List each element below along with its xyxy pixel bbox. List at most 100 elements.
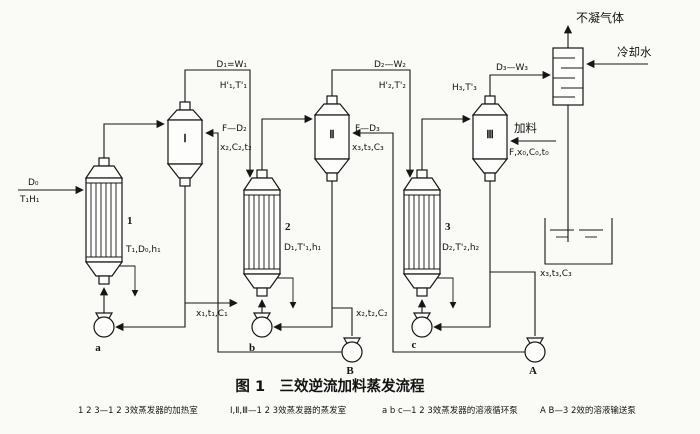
condensate-drain-2 — [277, 277, 297, 309]
heater-1-bottom-cone — [84, 261, 124, 277]
figure-caption: 图 1 三效逆流加料蒸发流程 — [235, 377, 425, 395]
condenser-shell — [552, 47, 584, 106]
pump-a-casing — [93, 316, 115, 338]
heater-3-tubes — [408, 195, 435, 269]
transfer-to-1-label-1: F—D₂ — [222, 124, 247, 134]
vapor-line-2-to-heater3 — [331, 69, 415, 178]
riser-heater1-to-sep1 — [103, 119, 165, 158]
separator-2-neck — [326, 95, 338, 105]
separator-1-top-cone — [166, 109, 204, 121]
heater-3-neck — [416, 169, 428, 179]
pump-B-tag: B — [346, 365, 354, 377]
pump-b-casing — [251, 316, 273, 338]
piping — [18, 25, 648, 353]
heater-1-tag: 1 — [127, 215, 133, 227]
heater-1-outlet — [98, 275, 110, 285]
pump-B-casing — [341, 341, 363, 363]
condensate3-label: D₂,T'₂,h₂ — [442, 243, 480, 253]
legend-item-3: a b c—1 2 3效蒸发器的溶液循环泵 — [382, 405, 518, 416]
heater-1-vessel — [84, 157, 124, 285]
steam-in-label-2: T₁H₁ — [19, 195, 40, 205]
noncondensable-label: 不凝气体 — [576, 10, 624, 25]
pump-b — [251, 312, 273, 338]
vapor1-label-2: H'₁,T'₁ — [220, 81, 248, 91]
legend-item-1: 1 2 3—1 2 3效蒸发器的加热室 — [78, 405, 198, 416]
condensate2-label: D₁,T'₁,h₁ — [284, 243, 322, 253]
heater-1-tubes — [90, 183, 117, 257]
sep1-downcomer — [115, 186, 186, 332]
pump-b-tag: b — [249, 342, 255, 354]
vapor2-label-1: D₂—W₂ — [374, 60, 406, 70]
heater-3-top-cone — [402, 177, 442, 191]
heater-2-vessel — [242, 169, 282, 297]
separator-2-top-cone — [313, 103, 351, 116]
separator-1-neck — [179, 101, 191, 111]
condenser — [552, 47, 584, 106]
separator-2-bottom-cone — [313, 158, 351, 174]
product1-label: x₁,t₁,C₁ — [196, 309, 228, 319]
condensate-drain-1 — [119, 265, 139, 297]
heater-2-bottom-cone — [242, 273, 282, 289]
separator-3-outlet — [484, 172, 496, 182]
sep3-downcomer — [433, 181, 491, 332]
legend-item-2: Ⅰ,Ⅱ,Ⅲ—1 2 3效蒸发器的蒸发室 — [230, 405, 347, 416]
heater-2-top-cone — [242, 177, 282, 191]
vapor-line-1-to-heater2 — [184, 69, 255, 178]
separator-3-body — [472, 114, 508, 160]
legend-item-4: A B—3 2效的溶液输送泵 — [540, 405, 636, 416]
vapor3-label-2: H₃,T'₃ — [452, 83, 477, 93]
vapor-line-3-to-condenser — [489, 70, 551, 96]
separator-3-bottom-cone — [471, 158, 509, 174]
seal-tank — [544, 218, 613, 265]
separator-2-tag: Ⅱ — [329, 129, 334, 141]
heater-1-neck — [98, 157, 110, 167]
heater-3-tag: 3 — [445, 221, 451, 233]
separator-1-vessel — [166, 101, 204, 187]
separator-2-outlet — [326, 172, 338, 182]
separator-3-top-cone — [471, 103, 509, 116]
seal-tank-water — [550, 229, 603, 238]
riser-heater3-to-sep3 — [421, 114, 471, 170]
transfer-line-2-to-1 — [205, 128, 342, 353]
feed-name-label: 加料 — [514, 121, 537, 135]
heater-1-top-cone — [84, 165, 124, 179]
pump-B-suction — [332, 307, 353, 336]
vapor1-label-1: D₁=W₁ — [216, 60, 247, 70]
stream2-label: x₂,t₂,C₂ — [356, 309, 388, 319]
vapor3-label-1: D₃—W₃ — [496, 63, 528, 73]
pump-A-suction — [490, 271, 536, 336]
stream3-label: x₃,t₃,C₃ — [540, 269, 572, 279]
pump-A-casing — [524, 341, 546, 363]
pump-c-tag: c — [412, 339, 417, 351]
condenser-baffles — [553, 57, 583, 98]
separator-3-vessel — [471, 95, 509, 182]
separator-1-tag: Ⅰ — [183, 133, 186, 145]
vapor2-label-2: H'₂,T'₂ — [379, 81, 407, 91]
feed-stream-label: F,x₀,C₀,t₀ — [509, 148, 549, 158]
transfer-to-1-label-2: x₂,C₂,t₂ — [220, 143, 252, 153]
seal-tank-walls — [544, 218, 613, 265]
transfer-line-3-to-2 — [352, 128, 525, 353]
heater-2-outlet — [256, 287, 268, 297]
riser-heater2-to-sep2 — [261, 114, 313, 170]
heater-3-bottom-cone — [402, 273, 442, 289]
cooling-water-label: 冷却水 — [617, 45, 652, 59]
separator-1-body — [167, 119, 203, 165]
pump-A-tag: A — [529, 365, 537, 377]
pump-B — [341, 337, 363, 363]
sep2-downcomer — [273, 181, 333, 332]
pump-a — [93, 312, 115, 338]
heater-3-vessel — [402, 169, 442, 297]
heater-2-tubes — [248, 195, 275, 269]
heater-2-tag: 2 — [285, 221, 291, 233]
condensate-drain-3 — [437, 277, 457, 309]
separator-2-vessel — [313, 95, 351, 182]
pump-c — [411, 312, 433, 338]
separator-3-neck — [484, 95, 496, 105]
pump-a-tag: a — [95, 342, 101, 354]
separator-1-bottom-cone — [166, 163, 204, 179]
separator-3-tag: Ⅲ — [486, 129, 494, 141]
separator-1-outlet — [179, 177, 191, 187]
